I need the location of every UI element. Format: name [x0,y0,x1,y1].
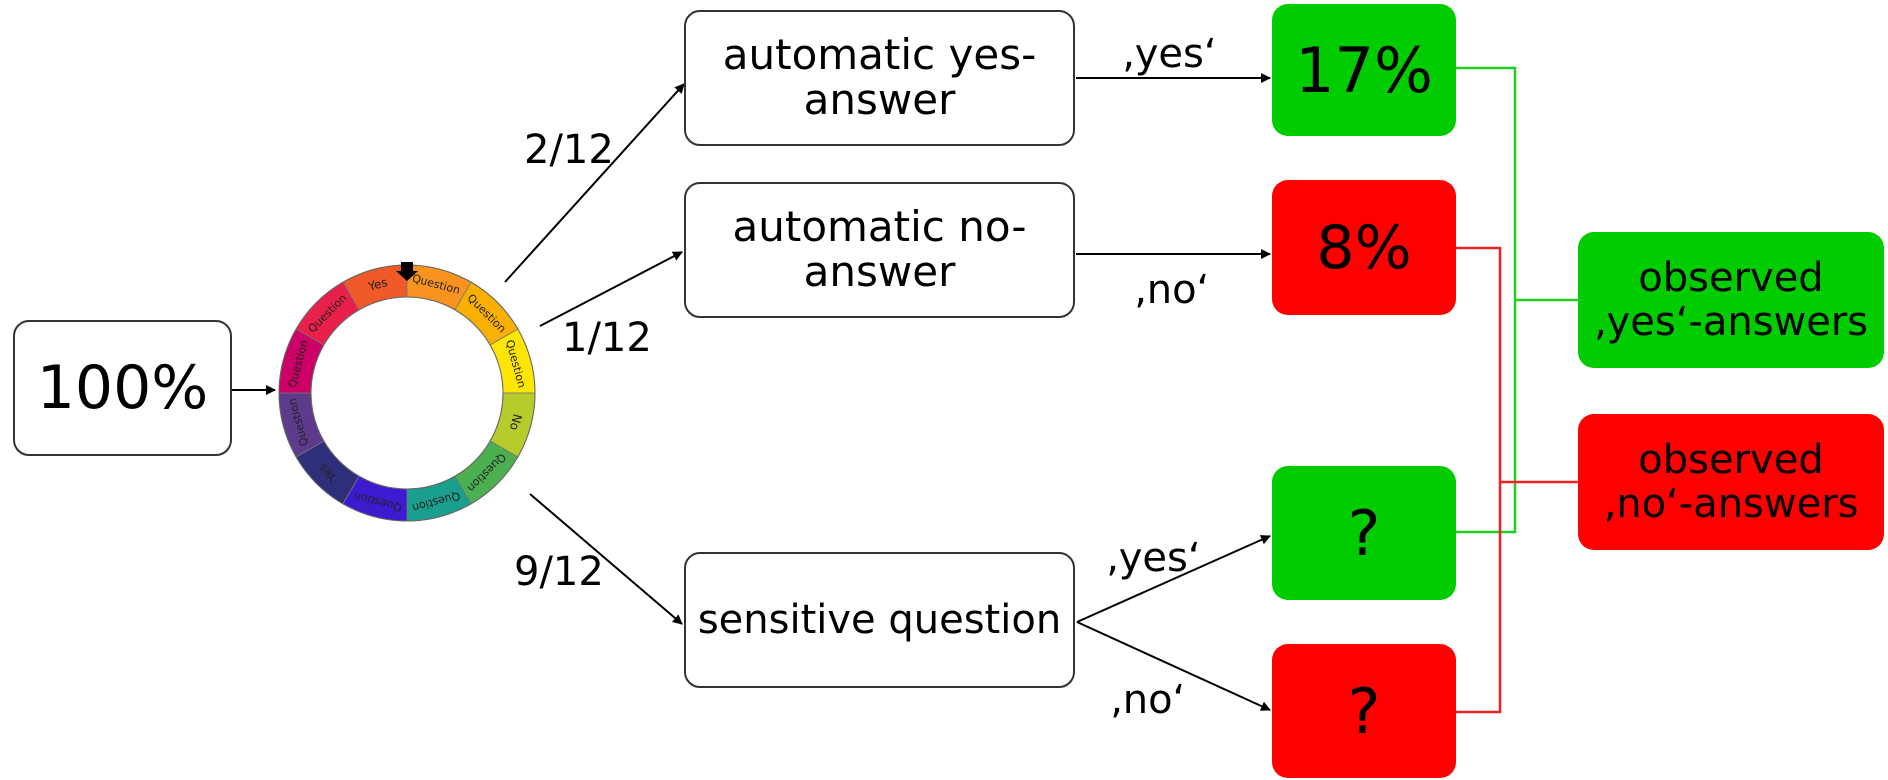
result-no-auto-label: 8% [1316,212,1412,283]
pointer-arrow-icon [396,262,418,281]
edge-label-p-no: 1/12 [562,315,652,361]
sensitive-box: sensitive question [684,552,1075,688]
arrow-sensitive-to-yes [1076,535,1271,623]
connector-red [1456,246,1502,714]
auto-yes-box: automatic yes- answer [684,10,1075,146]
edge-label-no-2: ‚no‘ [1110,677,1186,723]
arrow-to-auto-no [539,251,683,327]
result-no-sensitive-box: ? [1272,644,1456,778]
connector-green [1456,66,1517,534]
edge-label-p-yes: 2/12 [524,127,614,173]
edge-label-no-1: ‚no‘ [1134,267,1210,313]
spinner-segment-label: Yes [366,275,389,294]
observed-yes-box: observed ‚yes‘-answers [1578,232,1884,368]
edge-label-yes-1: ‚yes‘ [1122,31,1217,77]
spinner-segment-label: No [507,412,525,431]
sensitive-label: sensitive question [697,597,1062,643]
arrow-to-auto-yes [504,83,685,283]
result-no-auto-box: 8% [1272,180,1456,315]
result-yes-auto-box: 17% [1272,4,1456,136]
arrow-to-sensitive [529,493,683,625]
result-no-sensitive-label: ? [1347,674,1381,748]
start-box: 100% [13,320,232,456]
result-yes-auto-label: 17% [1295,33,1433,107]
start-label: 100% [36,353,209,423]
auto-yes-label: automatic yes- answer [722,30,1037,124]
auto-no-label: automatic no- answer [732,202,1027,296]
spinner-ring [310,296,504,490]
observed-yes-label: observed ‚yes‘-answers [1593,255,1869,345]
observed-no-box: observed ‚no‘-answers [1578,414,1884,550]
result-yes-sensitive-box: ? [1272,466,1456,600]
observed-no-label: observed ‚no‘-answers [1603,437,1859,527]
edge-label-p-sensitive: 9/12 [514,549,604,595]
auto-no-box: automatic no- answer [684,182,1075,318]
result-yes-sensitive-label: ? [1347,496,1381,570]
edge-label-yes-2: ‚yes‘ [1106,535,1201,581]
arrow-sensitive-to-no [1076,621,1271,711]
